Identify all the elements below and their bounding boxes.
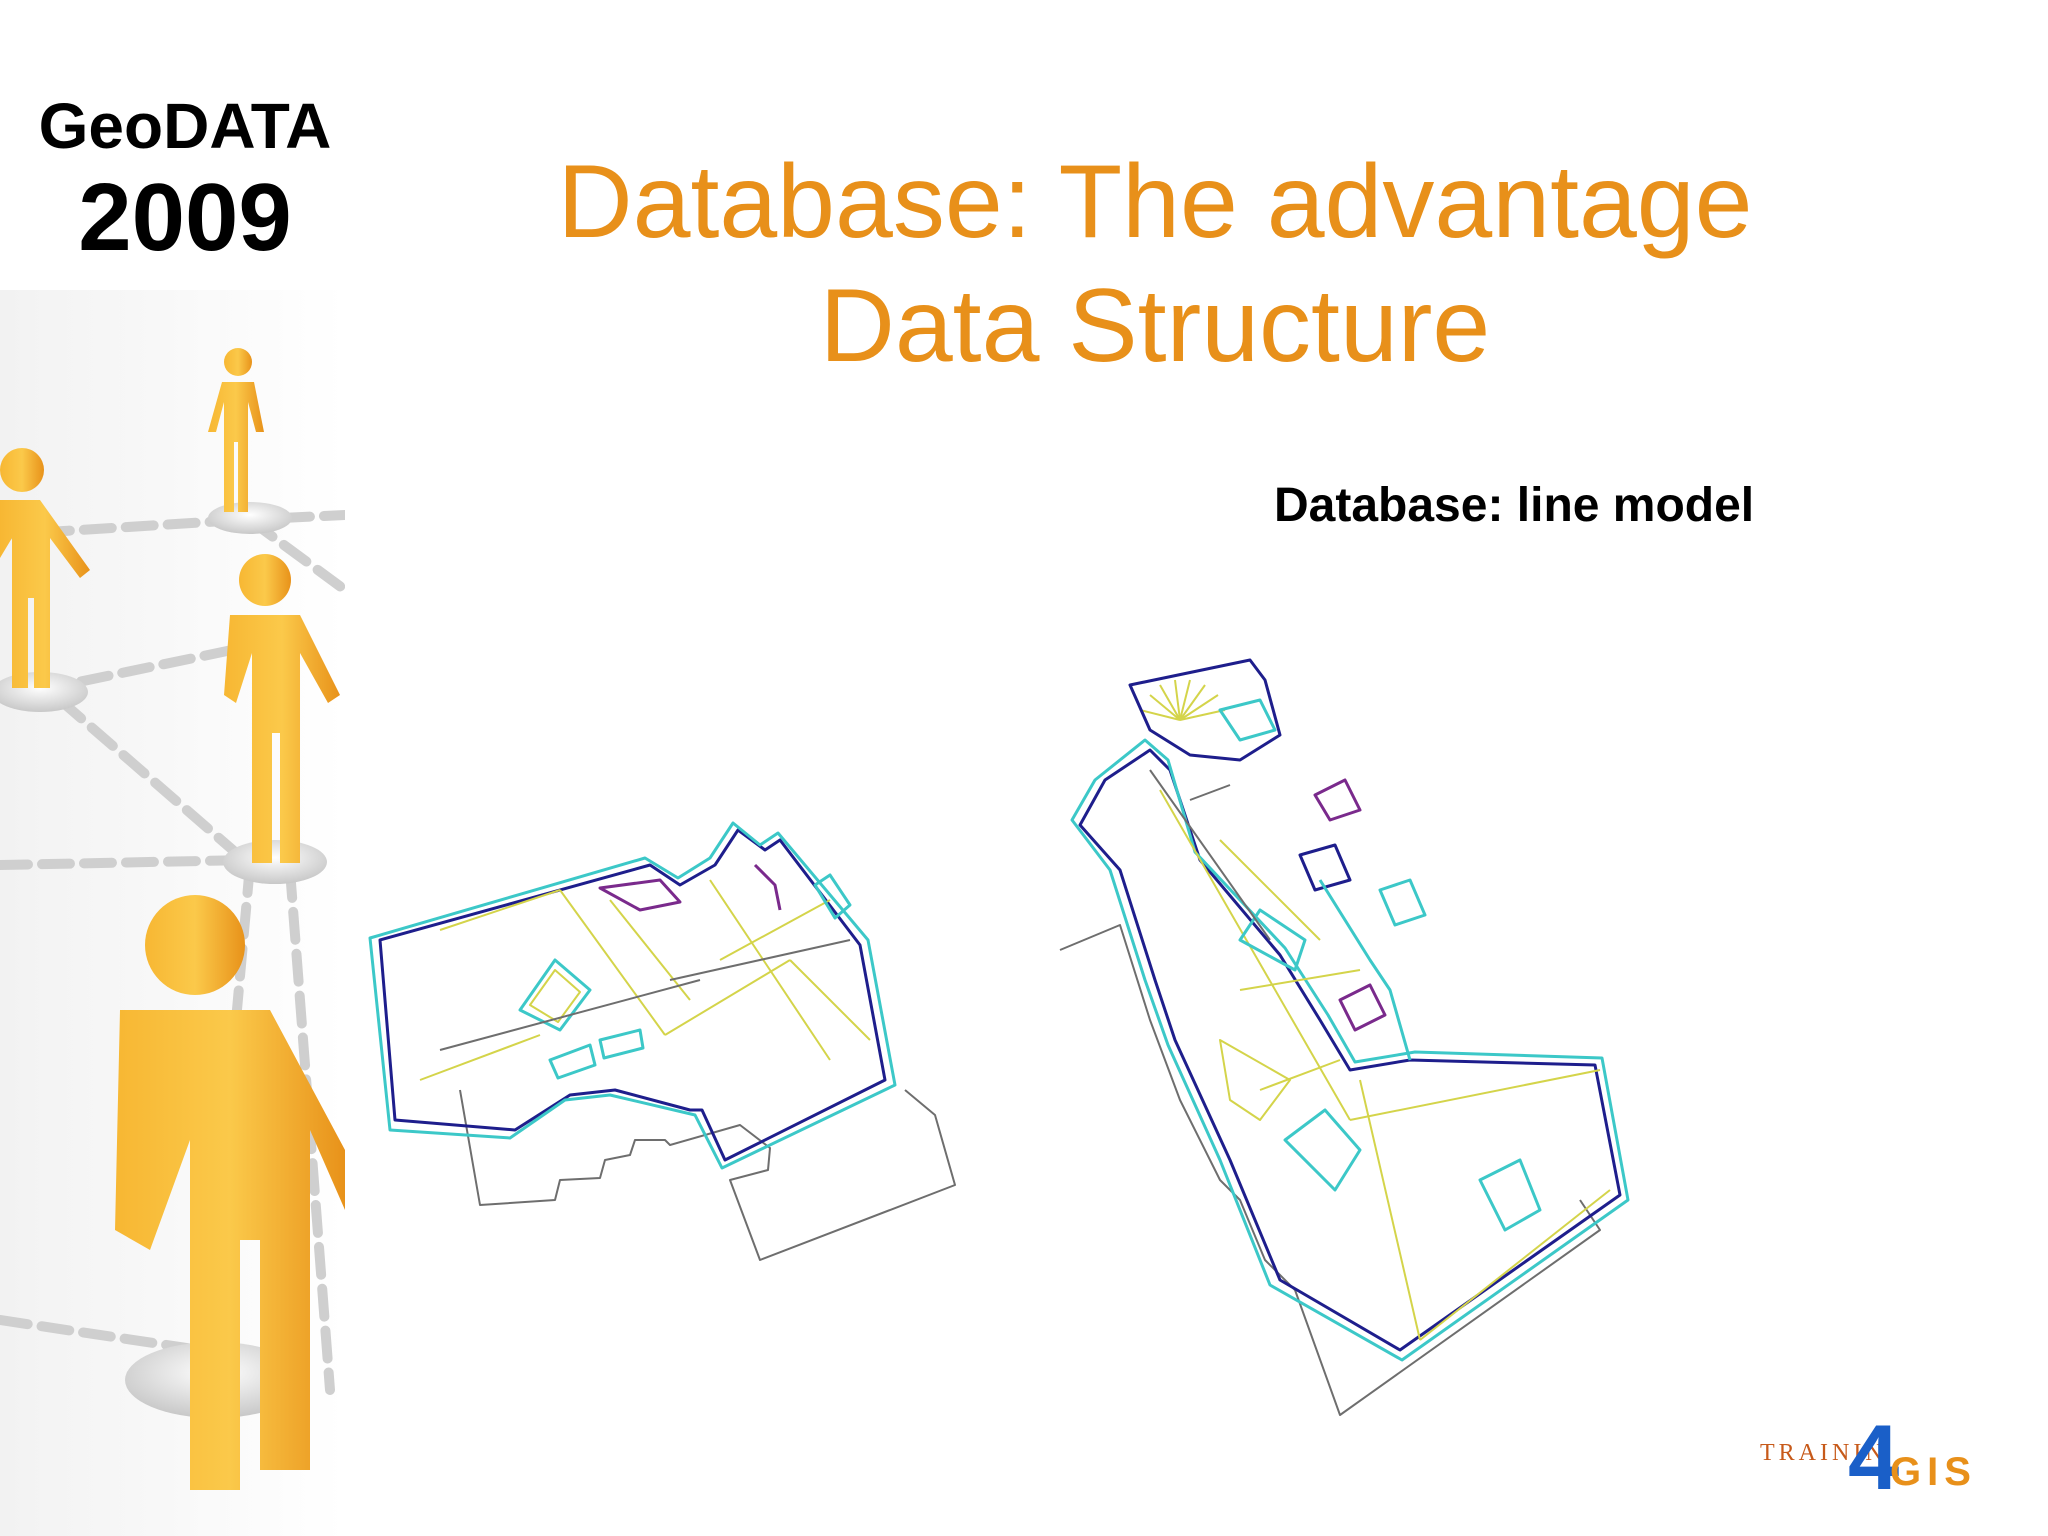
person-figure-small	[208, 348, 264, 512]
figure-caption: Database: line model	[1274, 479, 1755, 532]
slide-title-line-2: Data Structure	[819, 268, 1491, 384]
people-network-graphic	[0, 290, 345, 1536]
logo-suffix: GIS	[1890, 1450, 1977, 1494]
slide-title: Database: The advantage Data Structure	[420, 140, 1890, 388]
brand-block: GeoDATA 2009	[0, 90, 370, 272]
person-figure-middle	[224, 554, 340, 863]
train4gis-logo: TRAININ 4 GIS	[1760, 1412, 2000, 1510]
slide-title-line-1: Database: The advantage	[557, 144, 1753, 260]
brand-year: 2009	[78, 164, 292, 271]
line-model-drawing	[360, 640, 1720, 1440]
building-left-lines	[368, 821, 956, 1261]
building-right-lines	[1059, 658, 1630, 1416]
building-line-model	[368, 658, 1630, 1416]
person-figure-large	[115, 895, 345, 1490]
people-network-illustration	[0, 290, 345, 1536]
person-figure-left	[0, 448, 90, 688]
logo-prefix: TRAININ	[1760, 1440, 1887, 1466]
logo-number: 4	[1848, 1407, 1900, 1509]
brand-name: GeoDATA	[38, 90, 332, 162]
